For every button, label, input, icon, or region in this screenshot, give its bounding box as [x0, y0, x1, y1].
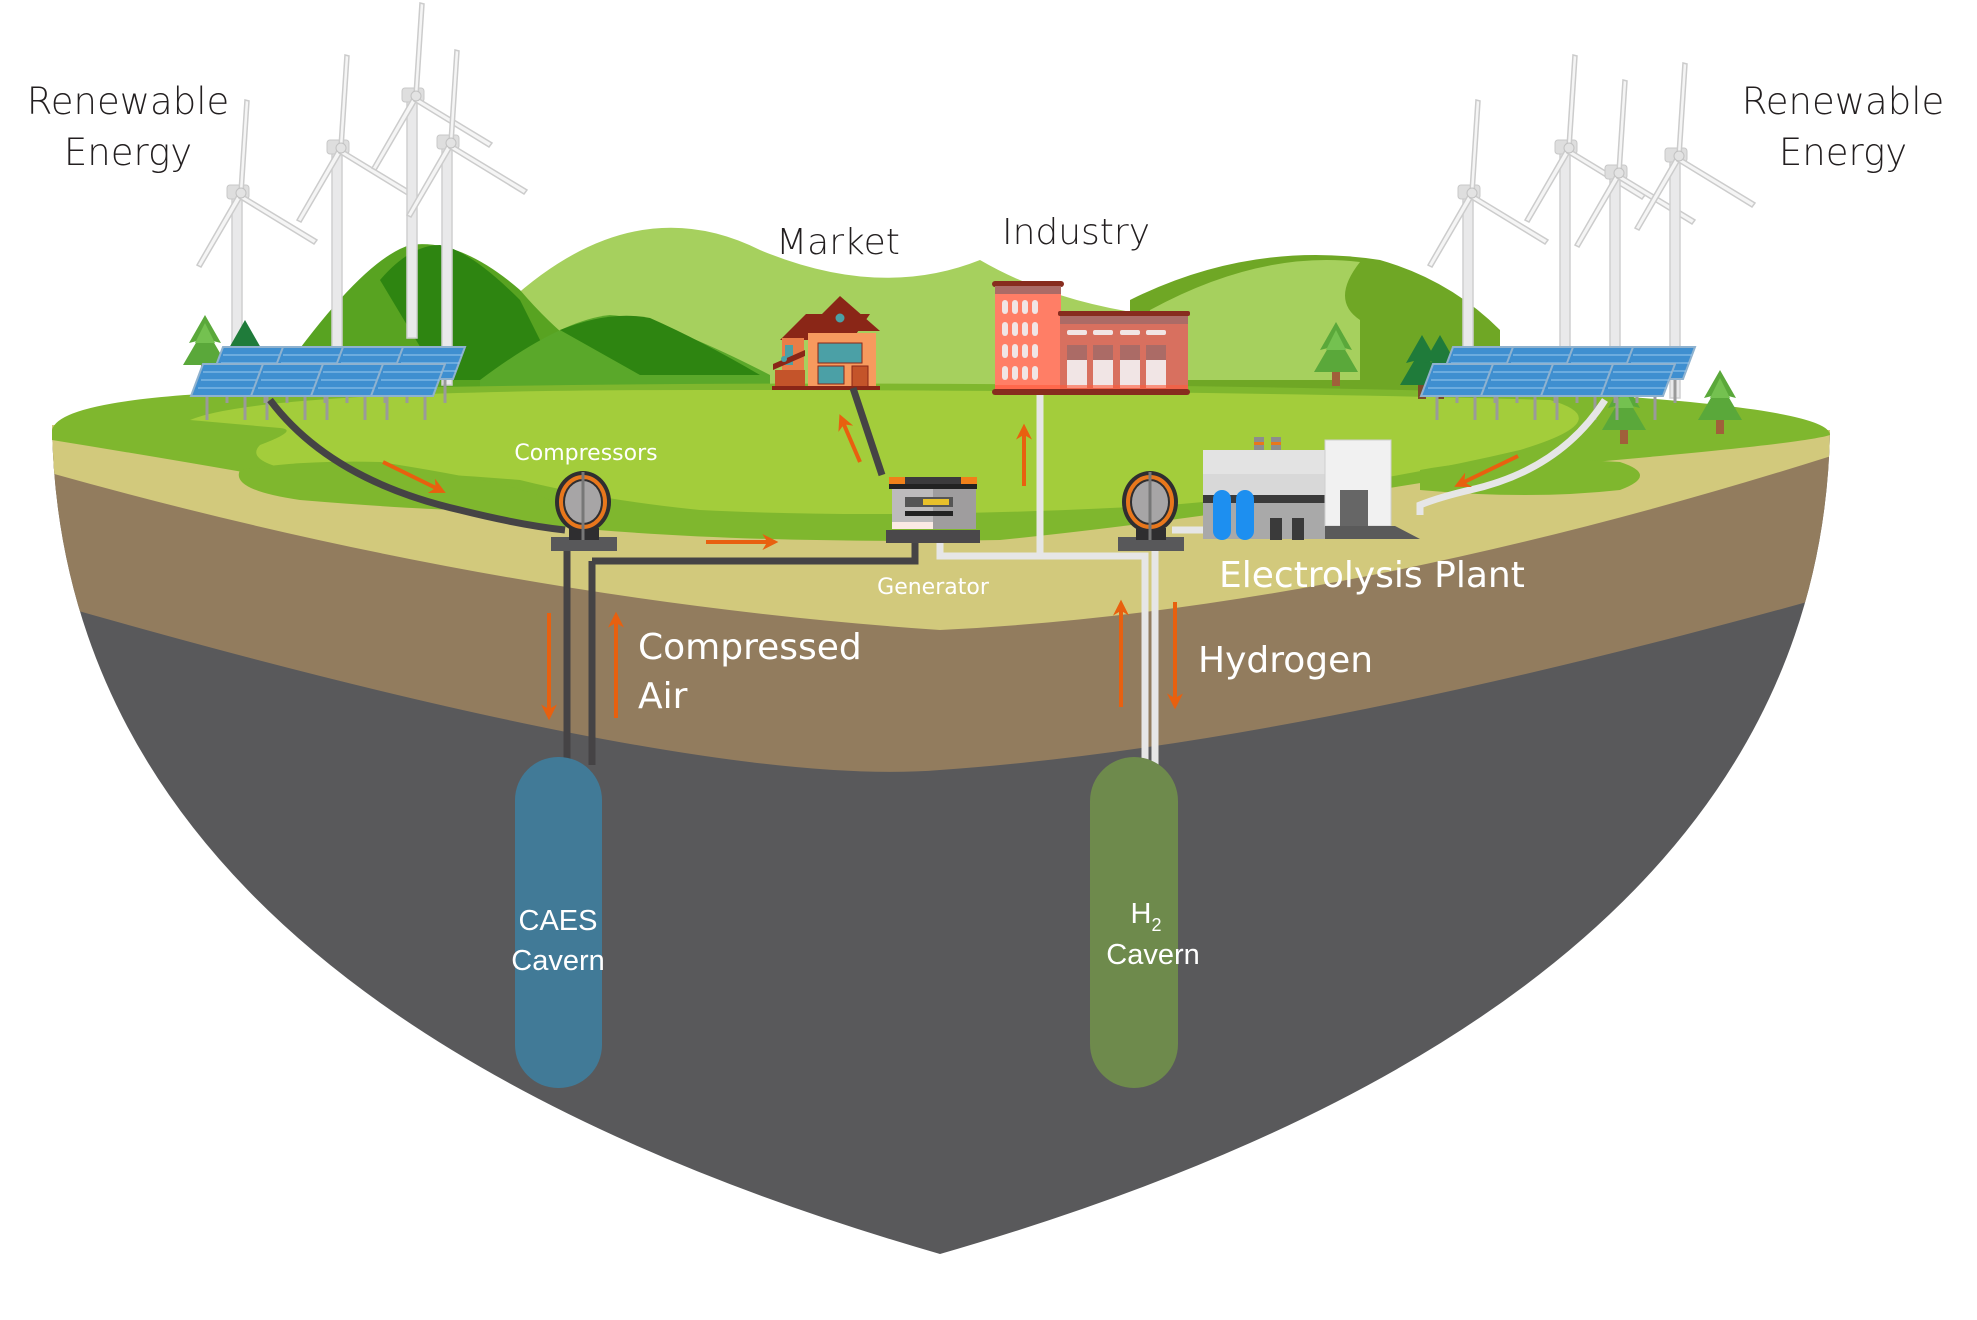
generator-label: Generator: [877, 575, 990, 600]
labels: Renewable Energy Renewable Energy Market…: [27, 80, 1945, 977]
h2-subscript: 2: [1151, 915, 1161, 935]
renewable-energy-right-label-line1: Renewable: [1742, 80, 1945, 123]
market-house-icon: [772, 296, 880, 390]
h2-symbol: H: [1131, 898, 1152, 930]
caes-cavern: [515, 757, 602, 1088]
market-label: Market: [776, 222, 900, 263]
wind-turbine-icon: [1524, 54, 1646, 391]
power-cable-left: [267, 397, 566, 534]
h2-cavern: [1090, 757, 1178, 1088]
arrow-up-icon: [838, 414, 862, 463]
electrolysis-plant-label: Electrolysis Plant: [1219, 555, 1525, 596]
compressed-air-label-line2: Air: [638, 676, 688, 717]
arrow-left-icon: [1454, 454, 1519, 488]
h2-cavern-label-line1: H2: [1131, 898, 1162, 935]
electrolysis-plant-icon: [1203, 437, 1420, 540]
arrow-right-icon: [382, 460, 446, 493]
flow-arrows: [382, 414, 1519, 721]
generator-icon: [886, 477, 980, 543]
renewable-energy-left-label-line2: Energy: [64, 131, 192, 174]
renewable-energy-right-label-line2: Energy: [1779, 131, 1907, 174]
hydrogen-label: Hydrogen: [1198, 640, 1373, 681]
compressed-air-pipes: [267, 386, 919, 765]
earth-cross-section: [52, 383, 1830, 1254]
compressed-air-label-line1: Compressed: [638, 627, 862, 668]
compressors-label: Compressors: [514, 441, 657, 466]
renewable-energy-left-label-line1: Renewable: [27, 80, 230, 123]
industry-factory-icon: [992, 281, 1190, 395]
industry-label: Industry: [1002, 212, 1150, 253]
market-cable: [849, 386, 886, 477]
caes-cavern-label-line2: Cavern: [511, 945, 605, 977]
caes-cavern-label-line1: CAES: [519, 905, 598, 937]
h2-cavern-label-line2: Cavern: [1106, 939, 1200, 971]
power-cable-right: [1416, 398, 1608, 515]
